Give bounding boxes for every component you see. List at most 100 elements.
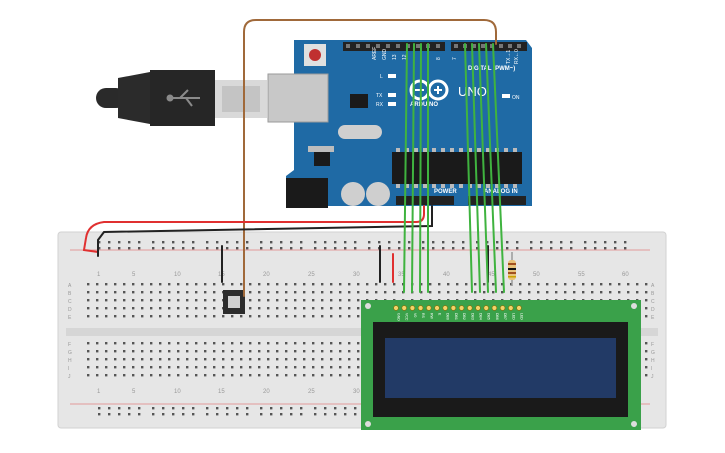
breadboard-hole[interactable] (280, 247, 283, 250)
breadboard-hole[interactable] (204, 374, 207, 377)
breadboard-hole[interactable] (408, 241, 411, 244)
breadboard-hole[interactable] (204, 283, 207, 286)
breadboard-hole[interactable] (87, 342, 90, 345)
breadboard-hole[interactable] (172, 241, 175, 244)
breadboard-hole[interactable] (258, 299, 261, 302)
breadboard-hole[interactable] (294, 358, 297, 361)
breadboard-hole[interactable] (294, 350, 297, 353)
breadboard-hole[interactable] (168, 358, 171, 361)
breadboard-hole[interactable] (105, 350, 108, 353)
lcd-pin[interactable] (475, 305, 481, 311)
breadboard-hole[interactable] (162, 413, 165, 416)
breadboard-hole[interactable] (348, 350, 351, 353)
breadboard-hole[interactable] (303, 283, 306, 286)
breadboard-hole[interactable] (506, 241, 509, 244)
breadboard-hole[interactable] (182, 241, 185, 244)
breadboard-hole[interactable] (236, 247, 239, 250)
breadboard-hole[interactable] (195, 342, 198, 345)
breadboard-hole[interactable] (258, 315, 261, 318)
breadboard-hole[interactable] (98, 241, 101, 244)
lcd-pin-row[interactable] (393, 305, 522, 311)
breadboard-hole[interactable] (294, 299, 297, 302)
breadboard-hole[interactable] (357, 374, 360, 377)
breadboard-hole[interactable] (614, 241, 617, 244)
breadboard-hole[interactable] (339, 374, 342, 377)
header-pin[interactable] (481, 44, 485, 48)
breadboard-hole[interactable] (496, 247, 499, 250)
breadboard-hole[interactable] (334, 407, 337, 410)
breadboard-hole[interactable] (206, 413, 209, 416)
breadboard-hole[interactable] (506, 247, 509, 250)
breadboard-hole[interactable] (246, 407, 249, 410)
breadboard-hole[interactable] (321, 374, 324, 377)
breadboard-hole[interactable] (231, 350, 234, 353)
breadboard-hole[interactable] (550, 247, 553, 250)
breadboard-hole[interactable] (510, 283, 513, 286)
breadboard-hole[interactable] (236, 413, 239, 416)
breadboard-hole[interactable] (550, 241, 553, 244)
breadboard-hole[interactable] (594, 247, 597, 250)
breadboard-hole[interactable] (330, 291, 333, 294)
breadboard-hole[interactable] (344, 241, 347, 244)
breadboard-hole[interactable] (141, 366, 144, 369)
breadboard-hole[interactable] (582, 283, 585, 286)
breadboard-hole[interactable] (462, 247, 465, 250)
breadboard-hole[interactable] (618, 291, 621, 294)
lcd-pin[interactable] (426, 305, 432, 311)
breadboard-hole[interactable] (98, 413, 101, 416)
breadboard-hole[interactable] (384, 291, 387, 294)
breadboard-hole[interactable] (213, 342, 216, 345)
breadboard-hole[interactable] (267, 315, 270, 318)
breadboard-hole[interactable] (591, 283, 594, 286)
breadboard-hole[interactable] (267, 342, 270, 345)
header-pin[interactable] (454, 44, 458, 48)
breadboard-hole[interactable] (216, 241, 219, 244)
breadboard-hole[interactable] (96, 342, 99, 345)
breadboard-hole[interactable] (357, 358, 360, 361)
breadboard-hole[interactable] (294, 291, 297, 294)
breadboard-hole[interactable] (105, 291, 108, 294)
breadboard-hole[interactable] (192, 407, 195, 410)
breadboard-hole[interactable] (105, 307, 108, 310)
header-pin[interactable] (517, 44, 521, 48)
breadboard-hole[interactable] (344, 247, 347, 250)
breadboard-hole[interactable] (240, 358, 243, 361)
breadboard-hole[interactable] (321, 350, 324, 353)
breadboard-hole[interactable] (516, 241, 519, 244)
breadboard-hole[interactable] (528, 291, 531, 294)
breadboard-hole[interactable] (321, 366, 324, 369)
breadboard-hole[interactable] (96, 366, 99, 369)
breadboard-hole[interactable] (123, 358, 126, 361)
breadboard-hole[interactable] (452, 241, 455, 244)
breadboard-hole[interactable] (348, 307, 351, 310)
breadboard-hole[interactable] (216, 407, 219, 410)
breadboard-hole[interactable] (128, 241, 131, 244)
breadboard-hole[interactable] (192, 247, 195, 250)
breadboard-hole[interactable] (276, 283, 279, 286)
breadboard-hole[interactable] (152, 247, 155, 250)
breadboard-hole[interactable] (213, 307, 216, 310)
header-pin[interactable] (356, 44, 360, 48)
breadboard-hole[interactable] (312, 366, 315, 369)
breadboard-hole[interactable] (267, 366, 270, 369)
breadboard-hole[interactable] (393, 291, 396, 294)
breadboard-hole[interactable] (132, 350, 135, 353)
breadboard-hole[interactable] (168, 350, 171, 353)
breadboard-hole[interactable] (152, 407, 155, 410)
breadboard-hole[interactable] (96, 315, 99, 318)
breadboard-hole[interactable] (226, 407, 229, 410)
lcd-pin[interactable] (417, 305, 424, 311)
breadboard-hole[interactable] (168, 291, 171, 294)
breadboard-hole[interactable] (249, 350, 252, 353)
breadboard-hole[interactable] (222, 366, 225, 369)
breadboard-hole[interactable] (123, 366, 126, 369)
breadboard-hole[interactable] (348, 283, 351, 286)
breadboard-hole[interactable] (330, 374, 333, 377)
breadboard-hole[interactable] (114, 299, 117, 302)
breadboard-hole[interactable] (258, 358, 261, 361)
breadboard-hole[interactable] (132, 315, 135, 318)
breadboard-hole[interactable] (204, 299, 207, 302)
breadboard-hole[interactable] (501, 291, 504, 294)
breadboard-hole[interactable] (177, 366, 180, 369)
breadboard-hole[interactable] (249, 342, 252, 345)
